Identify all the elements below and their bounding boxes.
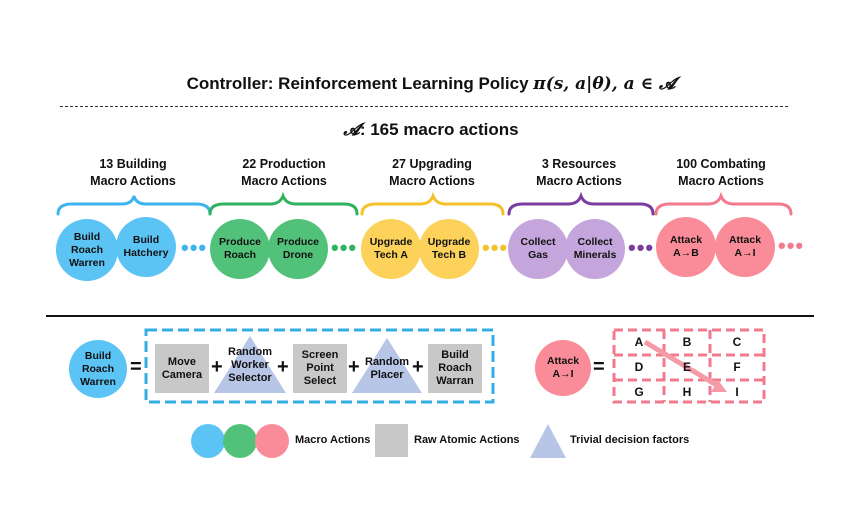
legend-swatch-blue [191, 424, 225, 458]
group-label-line2: Macro Actions [90, 174, 176, 188]
page-title: Controller: Reinforcement Learning Polic… [0, 74, 862, 94]
legend-swatch-gray [375, 424, 408, 457]
plus-sign-1: + [211, 356, 223, 378]
legend-swatch-green [223, 424, 257, 458]
action-space-subtitle: 𝓐: 165 macro actions [0, 120, 862, 140]
legend-macro-actions: Macro Actions [295, 434, 371, 446]
group-label-line1: 100 Combating [676, 157, 766, 171]
attack-arrow-head [711, 380, 727, 392]
brace-combating [654, 191, 793, 216]
atomic-sequence-box [144, 328, 495, 404]
title-text: Controller: Reinforcement Learning Polic… [186, 74, 534, 93]
ellipsis-production: ••• [331, 235, 358, 260]
section-divider [46, 315, 814, 317]
legend-raw-atomic-actions: Raw Atomic Actions [414, 434, 520, 446]
group-label-production: 22 Production Macro Actions [214, 156, 354, 190]
title-math: π(s, a|θ), a ∈ 𝓐 [533, 74, 676, 94]
grid-cell-d: D [634, 360, 644, 374]
grid-cell-f: F [733, 360, 741, 374]
group-label-line1: 22 Production [242, 157, 326, 171]
grid-cell-h: H [682, 385, 692, 399]
brace-production [208, 191, 359, 216]
plus-sign-3: + [348, 356, 360, 378]
ellipsis-building: ••• [181, 235, 208, 260]
grid-cell-a: A [634, 335, 644, 349]
grid-cell-i: I [735, 385, 739, 399]
grid-cell-b: B [682, 335, 692, 349]
grid-cell-g: G [634, 385, 644, 399]
group-label-line2: Macro Actions [678, 174, 764, 188]
ellipsis-combating: ••• [778, 233, 805, 258]
brace-resources [507, 191, 655, 216]
attack-grid-box [612, 328, 766, 404]
triangle-random-worker-selector [214, 336, 286, 393]
ellipsis-resources: ••• [628, 235, 655, 260]
grid-cell-e: E [682, 360, 691, 374]
plus-sign-2: + [277, 356, 289, 378]
group-label-line2: Macro Actions [536, 174, 622, 188]
plus-sign-4: + [412, 356, 424, 378]
attack-equals-sign: = [593, 356, 605, 378]
subtitle-math: 𝓐 [343, 120, 360, 140]
brace-building [56, 195, 212, 216]
group-label-line2: Macro Actions [241, 174, 327, 188]
attack-path-arrow [643, 339, 720, 389]
group-label-line1: 13 Building [99, 157, 167, 171]
subtitle-text: : 165 macro actions [359, 120, 519, 139]
title-divider [60, 106, 788, 107]
group-label-resources: 3 Resources Macro Actions [509, 156, 649, 190]
group-label-line1: 3 Resources [541, 157, 617, 171]
equals-sign: = [130, 356, 142, 378]
triangle-random-placer [352, 338, 422, 393]
grid-cell-c: C [732, 335, 742, 349]
legend-trivial-decision-factors: Trivial decision factors [570, 434, 690, 446]
brace-upgrading [360, 191, 505, 216]
group-label-building: 13 Building Macro Actions [63, 156, 203, 190]
group-label-upgrading: 27 Upgrading Macro Actions [362, 156, 502, 190]
ellipsis-upgrading: ••• [482, 235, 509, 260]
legend-swatch-pink [255, 424, 289, 458]
group-label-line2: Macro Actions [389, 174, 475, 188]
group-label-line1: 27 Upgrading [392, 157, 472, 171]
group-label-combating: 100 Combating Macro Actions [651, 156, 791, 190]
legend-triangle-icon [530, 424, 566, 458]
